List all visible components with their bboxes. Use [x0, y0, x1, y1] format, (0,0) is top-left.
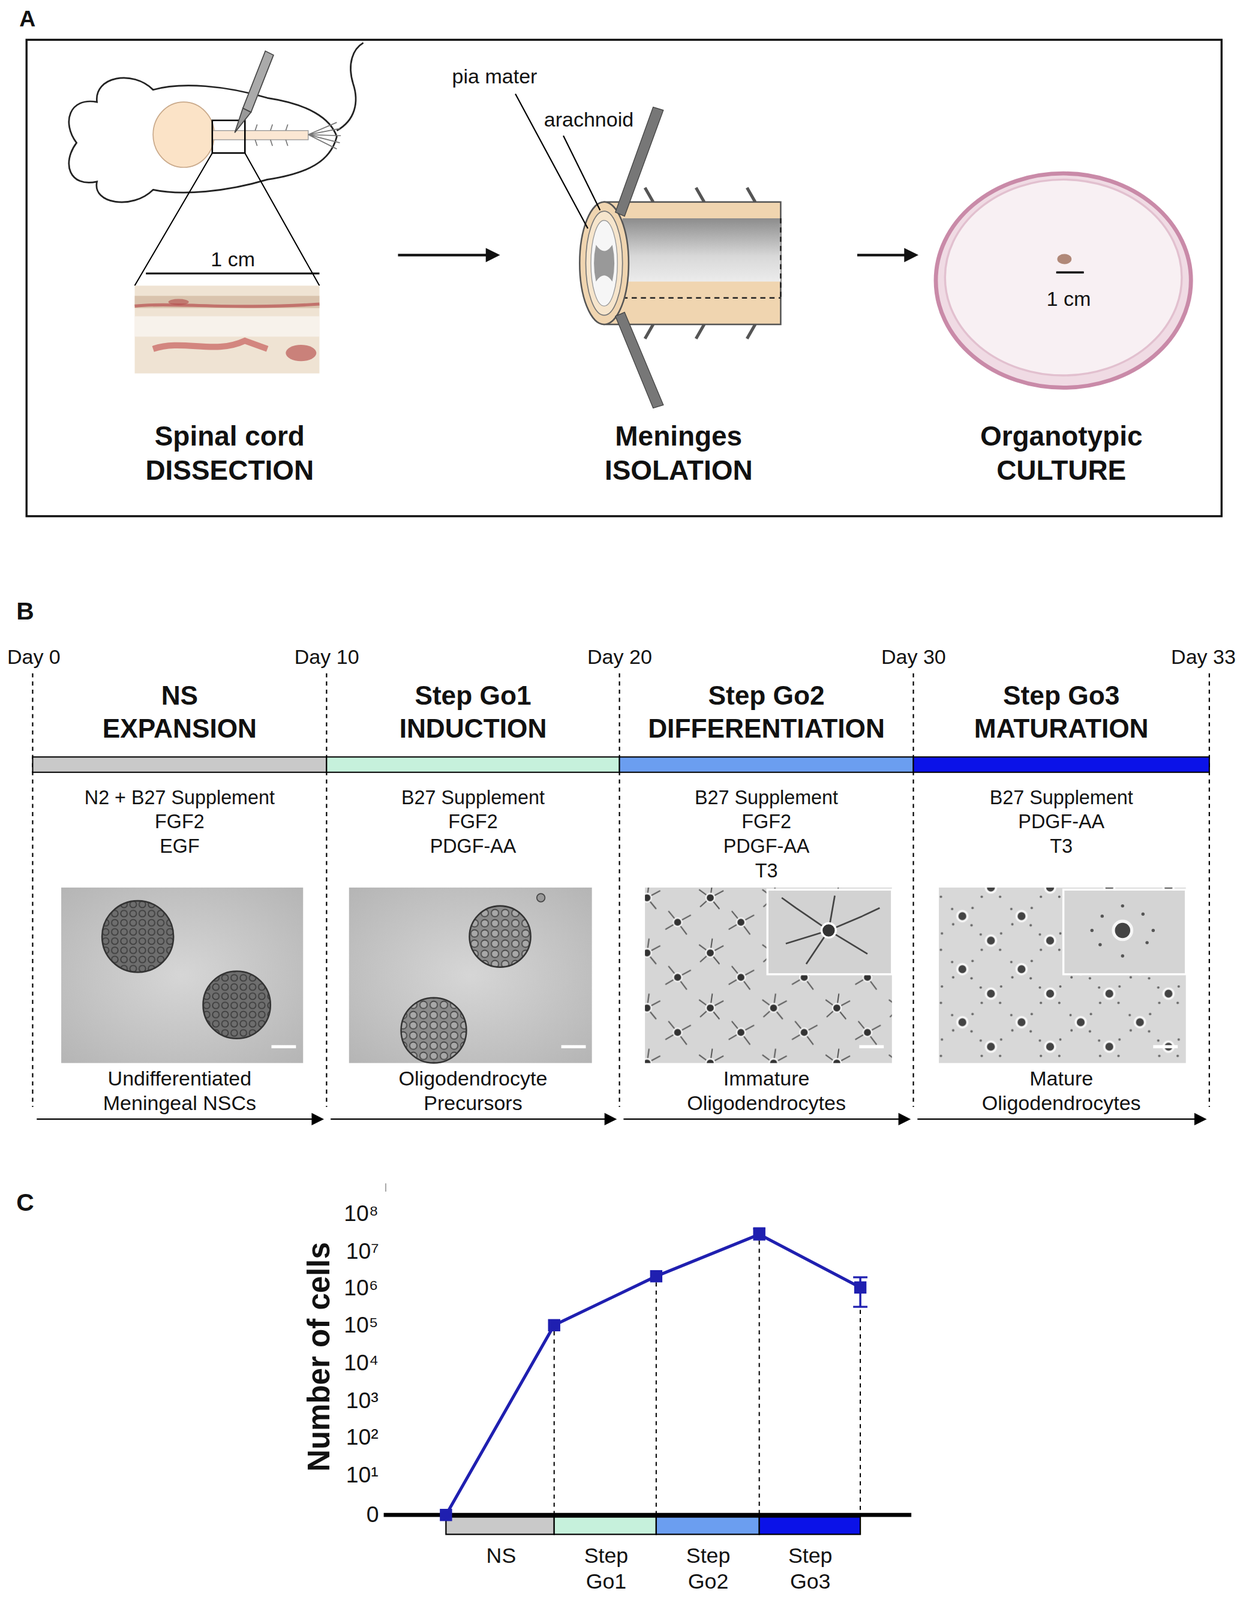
- stage-group: Organotypic CULTURE: [918, 61, 1205, 495]
- phase-column: Step Go2DIFFERENTIATION B27 SupplementFGF…: [622, 675, 911, 1115]
- day-label: Day 30: [881, 644, 947, 670]
- medium-component: T3: [622, 859, 911, 883]
- tick-label: 10¹: [346, 1462, 379, 1489]
- meninges-illustration: [515, 94, 781, 409]
- arrow-head: [485, 247, 501, 263]
- tick-label: 10⁷: [346, 1238, 380, 1266]
- day-label: Day 20: [587, 644, 653, 670]
- stage-caption: Spinal cord DISSECTION: [127, 420, 332, 488]
- cell-stage-caption: Mature Oligodendrocytes: [959, 1066, 1164, 1116]
- day-label: Day 10: [294, 644, 360, 670]
- scale-label: 1 cm: [1046, 286, 1092, 312]
- phase-column: Step Go3MATURATION B27 SupplementPDGF-AAT…: [916, 675, 1207, 1115]
- tick-label: 10³: [346, 1388, 379, 1415]
- tick-label: 0: [366, 1502, 380, 1529]
- medium-component: N2 + B27 Supplement: [35, 785, 324, 810]
- panel-letter: B: [16, 595, 35, 626]
- cell-stage-caption: Undifferentiated Meningeal NSCs: [77, 1066, 282, 1116]
- medium-component: B27 Supplement: [622, 785, 911, 810]
- phase-heading: INDUCTION: [329, 713, 617, 746]
- anatomy-label: arachnoid: [544, 107, 634, 132]
- arrow-shaft: [857, 253, 907, 257]
- day-label: Day 0: [7, 644, 61, 670]
- medium-component: FGF2: [622, 810, 911, 834]
- category-label: Step Go3: [776, 1542, 845, 1594]
- phase-heading: DIFFERENTIATION: [622, 713, 911, 746]
- medium-component: B27 Supplement: [916, 785, 1207, 810]
- medium-component: FGF2: [329, 810, 617, 834]
- flow-arrow: [397, 247, 500, 263]
- stage-group: Spinal cord DISSECTION: [61, 61, 398, 495]
- axis-title: Number of cells: [299, 1242, 337, 1473]
- phase-heading: Step Go2: [622, 680, 911, 713]
- phase-heading: MATURATION: [916, 713, 1207, 746]
- phase-heading: Step Go3: [916, 680, 1207, 713]
- tick-label: 10⁴: [343, 1350, 379, 1377]
- phase-column: NSEXPANSION N2 + B27 SupplementFGF2EGF Und…: [35, 675, 324, 1115]
- stage-caption: Meninges ISOLATION: [576, 420, 781, 488]
- medium-component: FGF2: [35, 810, 324, 834]
- phase-heading: NS: [35, 680, 324, 713]
- arrow-head: [904, 247, 919, 263]
- category-label: Step Go2: [674, 1542, 742, 1594]
- phase-heading: Step Go1: [329, 680, 617, 713]
- arrow-shaft: [397, 253, 488, 257]
- tick-label: 10⁸: [343, 1201, 378, 1228]
- cell-stage-caption: Immature Oligodendrocytes: [664, 1066, 869, 1116]
- line-chart: [383, 1183, 912, 1535]
- anatomy-label: pia mater: [452, 64, 538, 89]
- flow-arrow: [857, 247, 919, 263]
- timeline: [32, 673, 1209, 1125]
- panel-letter: A: [19, 5, 36, 33]
- tick-label: 10⁶: [343, 1275, 378, 1302]
- medium-component: PDGF-AA: [329, 835, 617, 859]
- tick-label: 10²: [346, 1424, 379, 1452]
- tick-label: 10⁵: [343, 1312, 378, 1339]
- medium-component: T3: [916, 835, 1207, 859]
- cell-stage-caption: Oligodendrocyte Precursors: [370, 1066, 575, 1116]
- panel-letter: C: [16, 1187, 35, 1218]
- stage-caption: Organotypic CULTURE: [959, 420, 1164, 488]
- category-label: NS: [486, 1542, 517, 1569]
- medium-component: B27 Supplement: [329, 785, 617, 810]
- scale-label: 1 cm: [210, 247, 255, 272]
- petri-dish-photo: [935, 173, 1191, 388]
- medium-component: EGF: [35, 835, 324, 859]
- day-label: Day 33: [1171, 644, 1236, 670]
- mouse-illustration: [68, 42, 364, 374]
- medium-component: PDGF-AA: [622, 835, 911, 859]
- phase-heading: EXPANSION: [35, 713, 324, 746]
- medium-component: PDGF-AA: [916, 810, 1207, 834]
- micrographs: [61, 887, 1187, 1064]
- phase-column: Step Go1INDUCTION B27 SupplementFGF2PDGF-…: [329, 675, 617, 1115]
- category-label: Step Go1: [572, 1542, 640, 1594]
